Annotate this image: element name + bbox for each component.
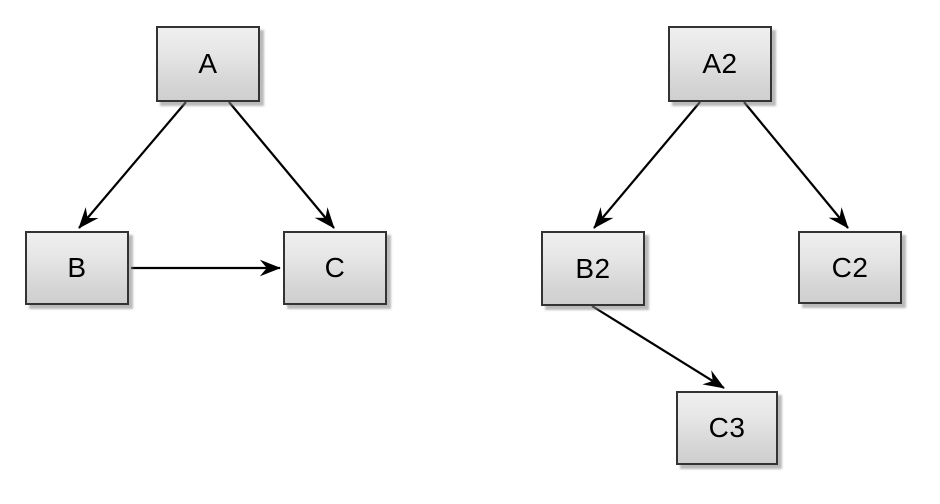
node-c2[interactable]: C2	[798, 231, 902, 304]
node-label: B2	[575, 252, 611, 284]
node-label: C3	[708, 412, 746, 443]
edge-a2-to-c2[interactable]	[743, 101, 849, 229]
node-c[interactable]: C	[283, 231, 387, 305]
edge-a-to-b[interactable]	[78, 101, 187, 229]
edges-group	[78, 101, 849, 389]
node-label: A	[198, 48, 218, 79]
node-label: A2	[702, 48, 738, 79]
node-b[interactable]: B	[25, 231, 129, 305]
node-c3[interactable]: C3	[676, 391, 778, 465]
node-a2[interactable]: A2	[668, 26, 772, 102]
node-label: C	[324, 252, 346, 283]
node-label: C2	[831, 251, 869, 283]
node-a[interactable]: A	[156, 26, 260, 102]
node-b2[interactable]: B2	[541, 231, 645, 306]
edge-a2-to-b2[interactable]	[593, 101, 701, 229]
edge-a-to-c[interactable]	[228, 101, 335, 229]
node-label: B	[67, 252, 87, 283]
edge-b2-to-c3[interactable]	[591, 305, 725, 389]
